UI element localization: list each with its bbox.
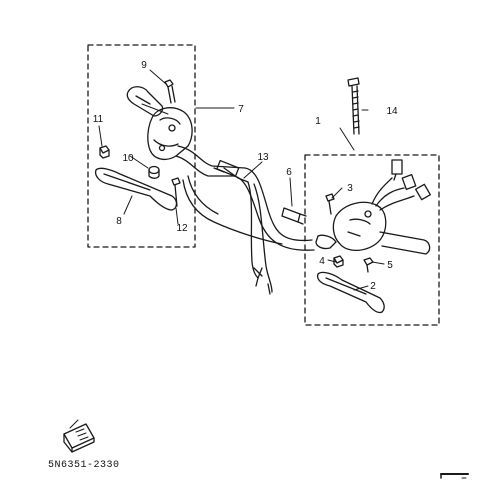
right-switch-housing [332, 159, 431, 251]
switch-6 [281, 207, 307, 225]
right-lever-2 [316, 271, 385, 314]
nut-11 [99, 145, 110, 159]
right-grip [315, 231, 431, 255]
bolt-9 [164, 79, 176, 104]
long-bolt-14 [347, 77, 360, 135]
callout-2: 2 [370, 281, 376, 292]
callout-10: 10 [122, 153, 134, 164]
callout-3: 3 [347, 183, 353, 194]
right-group-box [304, 154, 440, 326]
reference-code: 5N6351-2330 [48, 460, 120, 471]
callout-1: 1 [315, 116, 321, 127]
handlebar [175, 145, 315, 251]
left-grip [126, 86, 164, 117]
bolt-5 [363, 257, 374, 273]
callout-4: 4 [319, 256, 325, 267]
left-lever-holder [147, 107, 193, 161]
corner-mark [440, 473, 469, 479]
left-lever-8 [94, 167, 178, 211]
left-group-box [87, 44, 196, 248]
callout-13: 13 [257, 152, 269, 163]
pin-10 [148, 165, 160, 179]
callout-9: 9 [141, 60, 147, 71]
bolt-3 [325, 193, 335, 215]
callout-7: 7 [238, 104, 244, 115]
callout-14: 14 [386, 106, 398, 117]
callout-8: 8 [116, 216, 122, 227]
front-direction-emblem [63, 419, 95, 453]
cable-13 [213, 159, 273, 295]
callout-5: 5 [387, 260, 393, 271]
leader-lines [98, 69, 385, 291]
callout-12: 12 [176, 223, 188, 234]
callout-11: 11 [93, 114, 104, 125]
callout-6: 6 [286, 167, 292, 178]
